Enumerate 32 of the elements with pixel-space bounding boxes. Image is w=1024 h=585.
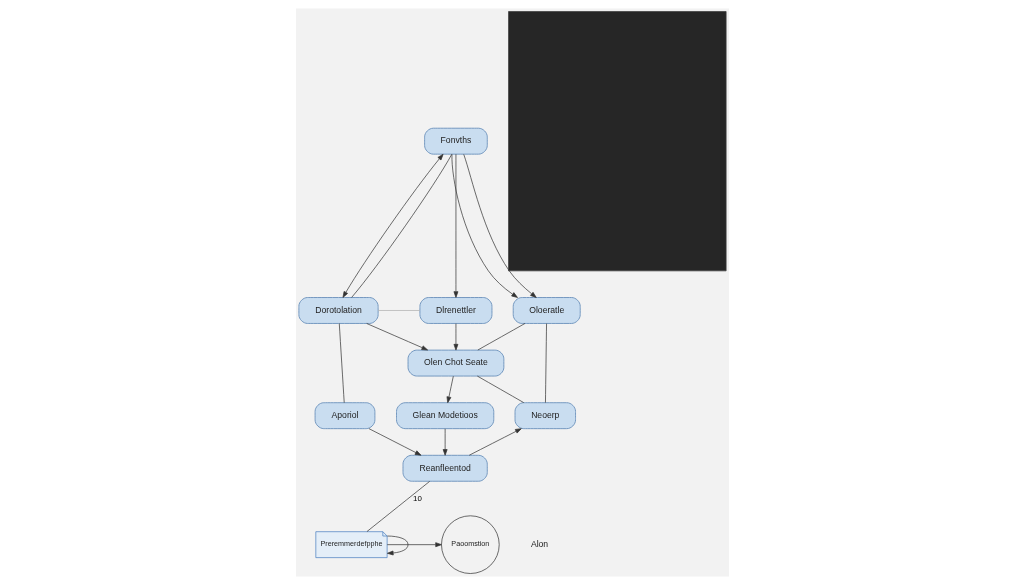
node-box: Dlrenettler [418, 297, 492, 324]
arrow [453, 323, 458, 351]
arrow [442, 428, 447, 456]
arrow [368, 428, 421, 456]
connector [366, 481, 430, 532]
node-box: Glean Modetioos [395, 402, 494, 430]
node-circle: Paoomstion [440, 515, 500, 574]
connector [377, 310, 420, 311]
node-box: Oloeratle [512, 297, 581, 324]
arrow [462, 153, 537, 298]
arrow [365, 323, 428, 351]
arrow [342, 153, 443, 298]
arrow [446, 375, 454, 404]
arrow [468, 428, 522, 456]
node-box: Neoerp [514, 402, 576, 430]
node-box: Aporiol [314, 402, 375, 430]
node-box [507, 11, 726, 272]
connector [544, 323, 547, 404]
arrow [386, 535, 408, 556]
node-box: Olen Chot Seate [407, 349, 504, 377]
arrow [451, 153, 518, 298]
node-box: Fonvths [423, 127, 488, 155]
node-box: Reanfleentod [402, 454, 488, 482]
label: Alon [530, 538, 548, 549]
node-box: Dorotolation [297, 297, 379, 324]
arrow [386, 542, 442, 548]
connector [476, 375, 524, 403]
arrow [453, 153, 458, 298]
connector [338, 323, 345, 404]
connector [350, 153, 452, 298]
edge-label: 10 [412, 493, 422, 503]
connector [476, 323, 525, 351]
